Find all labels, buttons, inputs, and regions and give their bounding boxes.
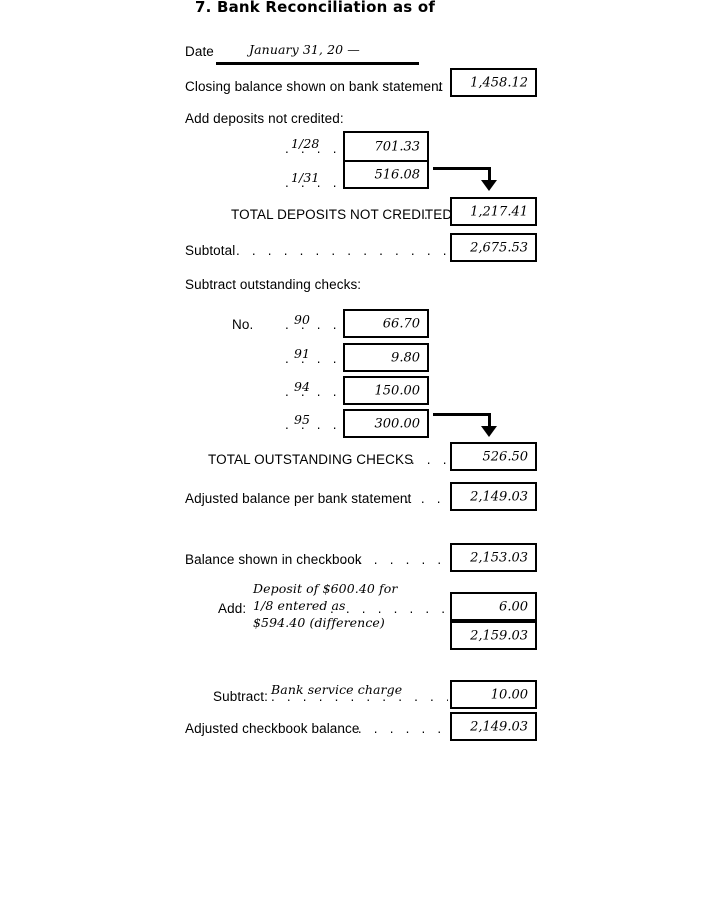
subtract-checks-label: Subtract outstanding checks: <box>185 277 362 292</box>
add-running-value: 2,159.03 <box>470 628 528 643</box>
closing-balance-leader: . . <box>424 79 445 94</box>
deposits-box-group[interactable]: 701.33 516.08 <box>343 131 429 189</box>
adjusted-checkbook-box[interactable]: 2,149.03 <box>450 712 537 741</box>
deposit-amount-box-1[interactable]: 701.33 <box>345 133 427 160</box>
adjusted-checkbook-value: 2,149.03 <box>470 719 528 734</box>
subtract-amount-box[interactable]: 10.00 <box>450 680 537 709</box>
total-deposits-label: TOTAL DEPOSITS NOT CREDITED <box>231 207 453 222</box>
check-number-1[interactable]: 90 <box>294 312 311 327</box>
deposit-amount-2: 516.08 <box>374 167 421 182</box>
checks-arrow-vertical <box>488 413 491 428</box>
total-checks-box[interactable]: 526.50 <box>450 442 537 471</box>
deposits-arrow-vertical <box>488 167 491 182</box>
checks-arrow-horizontal <box>433 413 490 416</box>
total-checks-value: 526.50 <box>482 449 529 464</box>
check-number-3[interactable]: 94 <box>294 379 311 394</box>
adjusted-bank-label: Adjusted balance per bank statement <box>185 491 412 506</box>
deposits-arrow-head-icon <box>481 180 497 191</box>
total-deposits-value: 1,217.41 <box>470 204 528 219</box>
adjusted-bank-box[interactable]: 2,149.03 <box>450 482 537 511</box>
total-deposits-leader: . . <box>424 207 445 222</box>
deposit-amount-box-2[interactable]: 516.08 <box>345 160 427 187</box>
check-amount-4: 300.00 <box>374 416 421 431</box>
check-amount-2: 9.80 <box>391 350 420 365</box>
add-amount-box[interactable]: 6.00 <box>450 592 537 621</box>
add-note-line-1[interactable]: Deposit of $600.40 for <box>253 581 398 596</box>
check-amount-box-1[interactable]: 66.70 <box>343 309 429 338</box>
date-label: Date <box>185 44 214 59</box>
check-leader-1: . . . . . . <box>285 317 343 332</box>
subtract-leader: . . . . . . . . . . . . . . <box>271 689 448 704</box>
subtract-note[interactable]: Bank service charge <box>271 682 403 697</box>
total-checks-label: TOTAL OUTSTANDING CHECKS <box>208 452 414 467</box>
add-deposits-label: Add deposits not credited: <box>185 111 344 126</box>
adjusted-bank-leader: . . . . <box>405 491 448 506</box>
subtotal-value: 2,675.53 <box>470 240 528 255</box>
deposit-amount-1: 701.33 <box>374 139 421 154</box>
subtotal-leader: . . . . . . . . . . . . . . . . . <box>236 243 448 258</box>
check-leader-3: . . . . . . <box>285 384 343 399</box>
subtotal-label: Subtotal <box>185 243 236 258</box>
check-amount-3: 150.00 <box>374 383 421 398</box>
subtract-value: 10.00 <box>490 687 528 702</box>
date-value[interactable]: January 31, 20 — <box>249 42 360 57</box>
subtract-label: Subtract: <box>213 689 268 704</box>
adjusted-bank-value: 2,149.03 <box>470 489 528 504</box>
add-running-box[interactable]: 2,159.03 <box>450 621 537 650</box>
checkbook-balance-box[interactable]: 2,153.03 <box>450 543 537 572</box>
checks-arrow-head-icon <box>481 426 497 437</box>
deposit-date-1[interactable]: 1/28 <box>291 136 320 151</box>
add-leader: . . . . . . . . . . <box>330 601 448 616</box>
adjusted-checkbook-label: Adjusted checkbook balance <box>185 721 360 736</box>
check-leader-4: . . . . . . <box>285 417 343 432</box>
check-number-2[interactable]: 91 <box>294 346 311 361</box>
adjusted-checkbook-leader: . . . . . . . . . <box>342 721 448 736</box>
date-underline <box>216 62 419 65</box>
total-checks-leader: . . . . . <box>395 452 448 467</box>
add-note-line-2[interactable]: 1/8 entered as <box>253 598 346 613</box>
check-amount-box-3[interactable]: 150.00 <box>343 376 429 405</box>
checkbook-balance-value: 2,153.03 <box>470 550 528 565</box>
deposits-arrow-horizontal <box>433 167 490 170</box>
total-deposits-box[interactable]: 1,217.41 <box>450 197 537 226</box>
check-no-label: No. <box>232 317 254 332</box>
check-number-4[interactable]: 95 <box>294 412 311 427</box>
deposit-date-2[interactable]: 1/31 <box>291 170 320 185</box>
checkbook-balance-leader: . . . . . . . . . <box>342 552 448 567</box>
subtotal-box[interactable]: 2,675.53 <box>450 233 537 262</box>
check-leader-2: . . . . . . <box>285 351 343 366</box>
add-note-line-3[interactable]: $594.40 (difference) <box>253 615 385 630</box>
closing-balance-value: 1,458.12 <box>470 75 528 90</box>
form-title: 7. Bank Reconciliation as of <box>195 0 436 16</box>
checkbook-balance-label: Balance shown in checkbook <box>185 552 362 567</box>
deposit-leader-2: . . . . . <box>285 175 340 190</box>
closing-balance-box[interactable]: 1,458.12 <box>450 68 537 97</box>
deposit-leader-1: . . . . . <box>285 141 340 156</box>
check-amount-box-4[interactable]: 300.00 <box>343 409 429 438</box>
add-value: 6.00 <box>499 599 528 614</box>
check-amount-1: 66.70 <box>382 316 420 331</box>
add-label: Add: <box>218 601 247 616</box>
closing-balance-label: Closing balance shown on bank statement <box>185 79 443 94</box>
check-amount-box-2[interactable]: 9.80 <box>343 343 429 372</box>
